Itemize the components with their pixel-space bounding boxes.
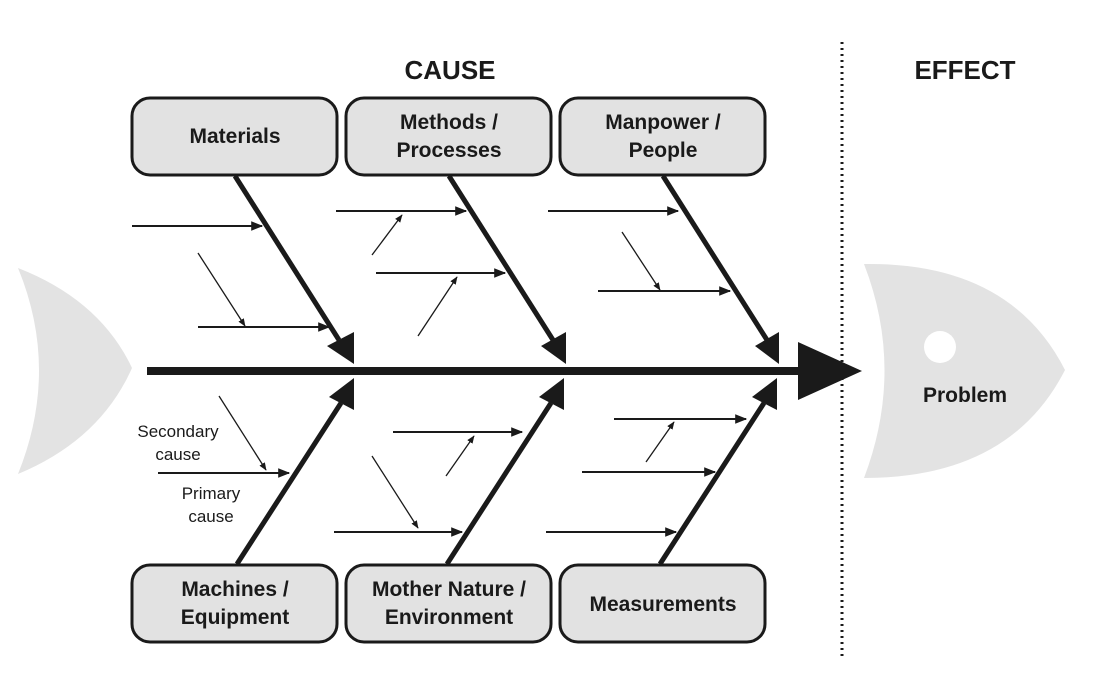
effect-problem-label: Problem (923, 384, 1007, 407)
cause-heading: CAUSE (404, 55, 495, 85)
category-label-line2: Environment (385, 606, 513, 629)
secondary-cause-arrow (417, 276, 458, 337)
category-materials: Materials (130, 96, 339, 177)
category-machines-equipment: Machines / Equipment (130, 563, 339, 644)
secondary-cause-arrow (645, 421, 675, 463)
category-mother-nature-environment: Mother Nature / Environment (344, 563, 553, 644)
annotation-line2: cause (188, 507, 233, 526)
category-label-line1: Manpower / (605, 111, 721, 134)
spine-arrowhead (798, 342, 862, 400)
bone-machines (234, 401, 344, 566)
category-methods-processes: Methods / Processes (344, 96, 553, 177)
category-label: Measurements (589, 593, 736, 616)
fish-eye (924, 331, 956, 363)
secondary-cause-arrow (218, 395, 267, 471)
bone-arrowhead (541, 332, 566, 364)
bone-measurements (657, 401, 767, 566)
category-manpower-people: Manpower / People (558, 96, 767, 177)
main-bones (232, 174, 770, 566)
bone-arrowhead (329, 378, 354, 410)
main-bone-arrowheads (327, 332, 779, 410)
category-label-line2: People (629, 139, 698, 162)
bone-arrowhead (327, 332, 354, 364)
secondary-cause-arrows (197, 214, 675, 529)
bone-arrowhead (752, 378, 777, 410)
primary-cause-arrows (132, 206, 748, 537)
bone-arrowhead (539, 378, 564, 410)
secondary-cause-annotation: Secondary cause (137, 422, 219, 464)
secondary-cause-arrow (371, 214, 403, 256)
annotation-line1: Secondary (137, 422, 219, 441)
secondary-cause-arrow (371, 455, 419, 529)
annotation-line1: Primary (182, 484, 241, 503)
bone-methods (446, 174, 556, 342)
category-label-line2: Processes (396, 139, 501, 162)
annotation-line2: cause (155, 445, 200, 464)
category-label-line1: Machines / (181, 578, 289, 601)
bone-arrowhead (755, 332, 779, 364)
bone-manpower (660, 174, 770, 342)
secondary-cause-arrow (621, 231, 661, 291)
bone-materials (232, 174, 342, 342)
effect-heading: EFFECT (914, 55, 1015, 85)
bone-environment (444, 401, 554, 566)
category-label: Materials (189, 125, 280, 148)
category-label-line1: Methods / (400, 111, 498, 134)
secondary-cause-arrow (197, 252, 246, 327)
fish-head-shape (864, 263, 1065, 478)
fish-tail-shape (18, 268, 132, 474)
category-label-line2: Equipment (181, 606, 290, 629)
category-measurements: Measurements (558, 563, 767, 644)
secondary-cause-arrow (445, 435, 475, 477)
primary-cause-annotation: Primary cause (182, 484, 241, 526)
category-label-line1: Mother Nature / (372, 578, 526, 601)
